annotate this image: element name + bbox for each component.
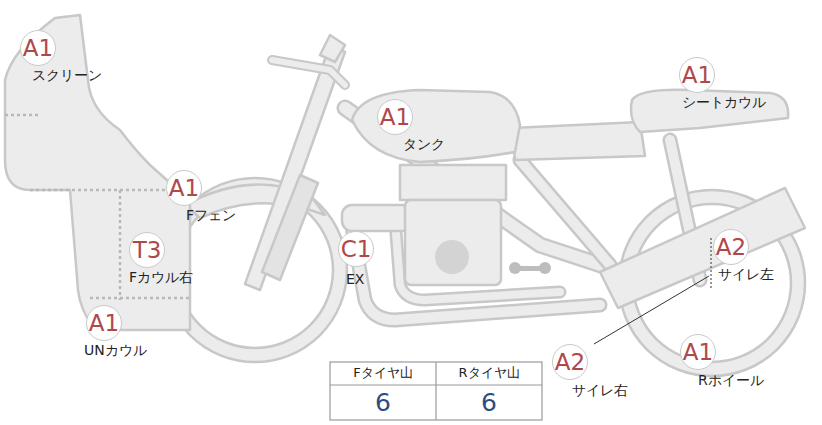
callout-marker: A1シートカウル [679, 57, 715, 93]
callout-marker: A1タンク [377, 99, 413, 135]
callout-code: A1 [166, 170, 202, 206]
callout-code: T3 [129, 232, 165, 268]
part-name: タンク [403, 136, 445, 154]
table-value: 6 [330, 388, 436, 417]
part-name: Fフェン [186, 207, 236, 225]
callout-marker: T3Fカウル右 [129, 232, 165, 268]
callout-code: A1 [679, 57, 715, 93]
callout-marker: C1EX [338, 231, 374, 267]
callout-code: A1 [680, 334, 716, 370]
table-header: Fタイヤ山 [330, 364, 436, 382]
part-name: サイレ左 [718, 266, 774, 284]
callout-marker: A1Rホイール [680, 334, 716, 370]
callout-marker: A2サイレ左 [713, 229, 749, 265]
callout-marker: A1UNカウル [86, 305, 122, 341]
callout-marker: A2サイレ右 [552, 344, 588, 380]
table-value: 6 [436, 388, 542, 417]
callout-code: A2 [552, 344, 588, 380]
part-name: EX [346, 271, 364, 287]
callout-marker: A1Fフェン [166, 170, 202, 206]
callout-code: A1 [377, 99, 413, 135]
part-name: サイレ右 [572, 382, 628, 400]
callout-code: C1 [338, 231, 374, 267]
table-header: Rタイヤ山 [436, 364, 542, 382]
part-name: UNカウル [84, 342, 147, 360]
part-name: Fカウル右 [129, 269, 193, 287]
callout-code: A1 [86, 305, 122, 341]
callout-code: A2 [713, 229, 749, 265]
callout-code: A1 [20, 30, 56, 66]
part-name: スクリーン [32, 67, 102, 85]
part-name: Rホイール [698, 372, 764, 390]
part-name: シートカウル [682, 94, 766, 112]
callout-marker: A1スクリーン [20, 30, 56, 66]
